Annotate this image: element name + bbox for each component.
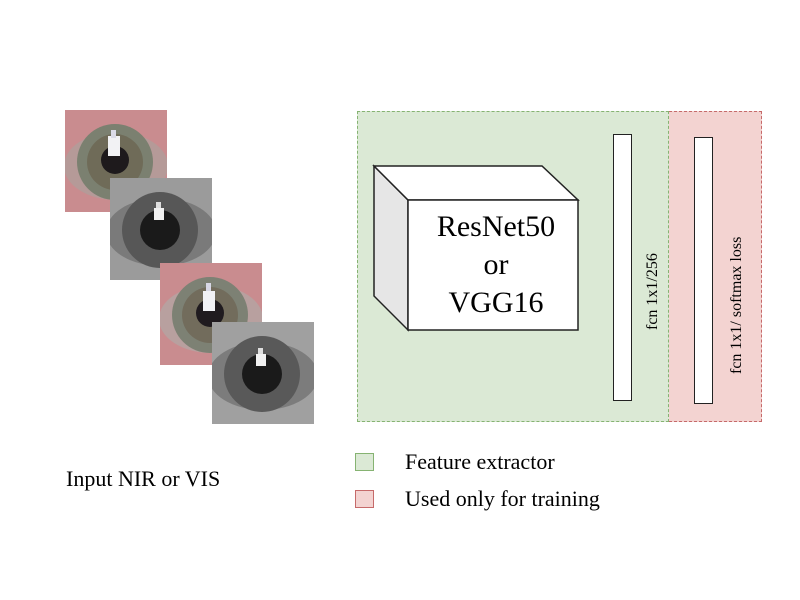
legend-feature-extractor: Feature extractor — [405, 449, 555, 474]
backbone-line-2: or — [483, 248, 509, 281]
backbone-block — [372, 164, 580, 332]
eye-image-nir-2 — [212, 322, 314, 424]
training-only-region — [669, 111, 762, 422]
fcn-softmax-layer — [694, 137, 713, 404]
fcn-256-layer — [613, 134, 632, 401]
fcn-softmax-label: fcn 1x1/ softmax loss — [728, 236, 745, 374]
backbone-line-1: ResNet50 — [436, 210, 556, 243]
fcn-256-label: fcn 1x1/256 — [644, 253, 661, 330]
backbone-line-3: VGG16 — [448, 286, 544, 319]
input-caption: Input NIR or VIS — [66, 466, 221, 491]
legend-swatch-training-only — [355, 490, 374, 508]
backbone-label: ResNet50 or VGG16 — [410, 208, 582, 322]
legend-swatch-feature-extractor — [355, 453, 374, 471]
legend-training-only: Used only for training — [405, 486, 600, 511]
